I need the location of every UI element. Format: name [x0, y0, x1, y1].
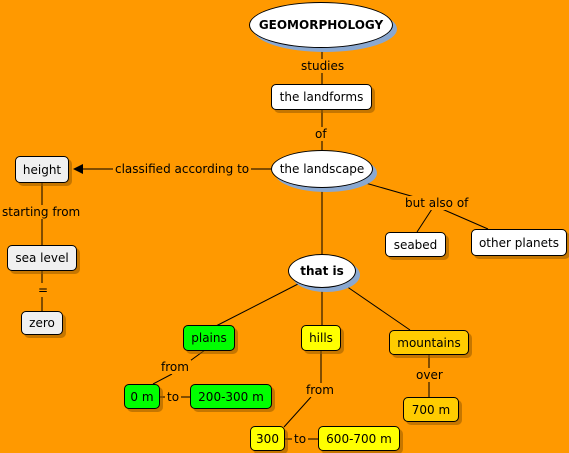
node-landforms[interactable]: the landforms [271, 84, 372, 110]
node-that-is[interactable]: that is [288, 254, 356, 288]
label-from-plains: from [159, 360, 191, 374]
label-starting-from: starting from [0, 205, 83, 219]
link-thatis-plains [213, 283, 299, 328]
node-300[interactable]: 300 [250, 426, 285, 451]
node-600-700m[interactable]: 600-700 m [318, 426, 400, 451]
label-from-hills: from [304, 383, 336, 397]
node-height[interactable]: height [15, 156, 69, 183]
node-plains[interactable]: plains [183, 325, 235, 351]
node-other-planets[interactable]: other planets [471, 229, 567, 256]
link-butalso-otherplanets [441, 208, 489, 230]
node-hills[interactable]: hills [301, 325, 341, 351]
node-seabed[interactable]: seabed [385, 232, 446, 257]
label-but-also-of: but also of [403, 196, 471, 210]
node-sea-level[interactable]: sea level [7, 245, 77, 271]
label-classified-according-to: classified according to [113, 162, 252, 176]
label-studies: studies [299, 59, 347, 73]
label-over: over [414, 368, 445, 382]
node-0m[interactable]: 0 m [124, 384, 160, 409]
link-from-300 [283, 396, 312, 428]
node-200-300m[interactable]: 200-300 m [190, 384, 272, 409]
label-equals: = [36, 283, 51, 297]
label-of: of [313, 127, 329, 141]
node-landscape[interactable]: the landscape [271, 150, 373, 188]
node-geomorphology[interactable]: GEOMORPHOLOGY [249, 2, 393, 48]
label-to-plains: to [165, 390, 182, 404]
link-from-0m [152, 373, 173, 385]
link-butalso-seabed [416, 208, 433, 233]
link-thatis-mountains [345, 285, 411, 331]
node-mountains[interactable]: mountains [389, 330, 469, 355]
node-700m[interactable]: 700 m [403, 397, 459, 422]
label-to-hills: to [292, 432, 309, 446]
node-zero[interactable]: zero [21, 311, 63, 335]
